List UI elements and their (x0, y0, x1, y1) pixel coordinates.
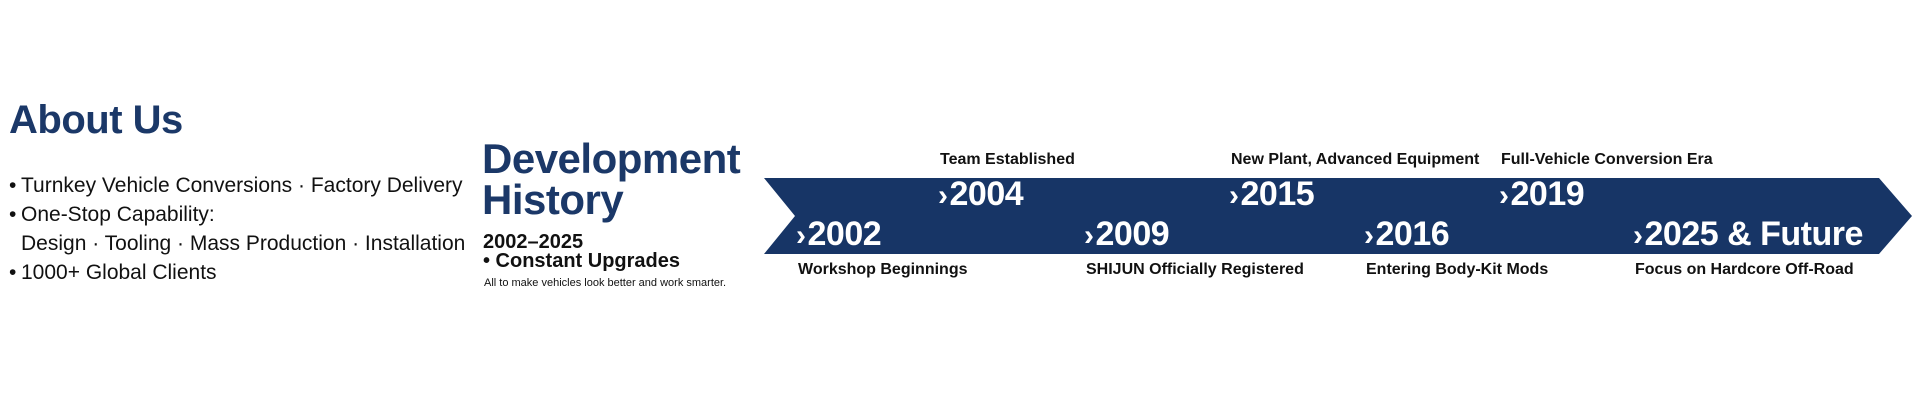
milestone-label-2016: Entering Body-Kit Mods (1366, 261, 1549, 278)
timeline-arrow-shape (764, 178, 1912, 254)
history-tagline: All to make vehicles look better and wor… (484, 277, 727, 289)
milestone-year-2004: ›2004 (938, 175, 1024, 213)
about-item-capability: •One-Stop Capability: (9, 203, 215, 226)
chevron-right-icon: › (1084, 219, 1094, 252)
history-years-range: 2002–2025 (483, 231, 584, 253)
about-title: About Us (9, 98, 183, 142)
about-item-clients: •1000+ Global Clients (9, 261, 217, 284)
milestone-year-2016: ›2016 (1364, 215, 1450, 253)
history-title: Development History (482, 135, 741, 223)
chevron-right-icon: › (1499, 179, 1509, 212)
milestone-year-2002: ›2002 (796, 215, 882, 253)
chevron-right-icon: › (796, 219, 806, 252)
milestone-label-2025-future: Focus on Hardcore Off-Road (1635, 261, 1854, 278)
milestone-label-2002: Workshop Beginnings (798, 261, 968, 278)
milestone-year-2015: ›2015 (1229, 175, 1315, 213)
about-item-capability-detail: Design · Tooling · Mass Production · Ins… (21, 232, 466, 255)
chevron-right-icon: › (1229, 179, 1239, 212)
milestone-year-2025-future: ›2025 & Future (1633, 215, 1863, 253)
milestone-year-2009: ›2009 (1084, 215, 1170, 253)
chevron-right-icon: › (1633, 219, 1643, 252)
about-list: •Turnkey Vehicle Conversions · Factory D… (9, 171, 465, 287)
milestone-label-2004: Team Established (940, 151, 1075, 168)
chevron-right-icon: › (1364, 219, 1374, 252)
milestone-label-2015: New Plant, Advanced Equipment (1231, 151, 1480, 168)
milestone-year-2019: ›2019 (1499, 175, 1585, 213)
history-title-line1: Development (482, 135, 741, 182)
chevron-right-icon: › (938, 179, 948, 212)
history-title-line2: History (482, 176, 624, 223)
milestone-label-2019: Full-Vehicle Conversion Era (1501, 151, 1713, 168)
milestone-label-2009: SHIJUN Officially Registered (1086, 261, 1304, 278)
history-subtitle: • Constant Upgrades (483, 250, 681, 272)
about-item-conversions: •Turnkey Vehicle Conversions · Factory D… (9, 174, 463, 197)
